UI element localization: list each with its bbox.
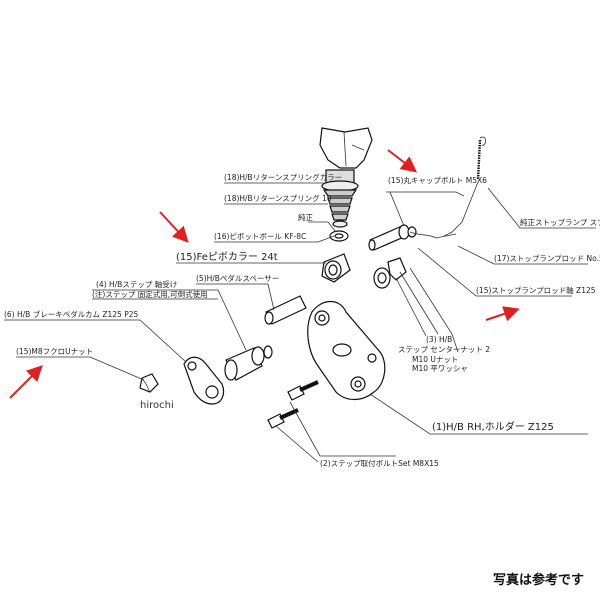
pivot-collar [321, 253, 351, 283]
stop-lamp-rod-shaft [368, 224, 457, 251]
arrow-bottom-left [9, 365, 43, 399]
pedal-spacer [264, 295, 307, 325]
label-return-spring-collar: (18)H/Bリターンスプリングカラー [224, 172, 342, 182]
stop-lamp-spring [443, 136, 486, 237]
step-bearing [224, 345, 273, 381]
leader-lines [4, 182, 596, 463]
label-m8-cap-nut: (15)M8フクロUナット [16, 347, 93, 356]
label-cap-bolt: (15)丸キャップボルト M5X6 [388, 175, 487, 185]
label-stop-lamp-rod: (17)ストップランプロッド No.5 [494, 254, 600, 263]
mounting-bolt-upper [287, 380, 319, 401]
holder-plate [307, 300, 386, 401]
label-step-bearing-note: (注)ステップ 固定式用,可倒式使用 [92, 289, 208, 299]
arrow-right [485, 306, 520, 322]
label-mounting-bolts: (2)ステップ取付ボルトSet M8X15 [320, 458, 439, 468]
attention-arrows [9, 149, 520, 399]
label-stop-lamp-rod-shaft: (15)ストップランプロッド軸 Z125 [476, 285, 596, 295]
pivot-ball [329, 230, 349, 242]
mounting-bolt-lower [267, 408, 299, 429]
m8-cap-nut [139, 373, 159, 393]
label-pivot-ball: (16)ピボットボール KF-8C [214, 232, 306, 241]
label-center-nut-1: (3) H/B [426, 335, 452, 344]
reference-photo-note: 写真は参考です [492, 573, 584, 588]
arrow-top-right [387, 149, 418, 173]
center-nut [373, 257, 407, 289]
frame-bracket [319, 127, 373, 169]
part-labels: (18)H/Bリターンスプリングカラー (18)H/Bリターンスプリング 10 … [4, 172, 600, 468]
label-center-nut-4: M10 平ワッシャ [412, 364, 468, 373]
watermark: hirochi [140, 400, 174, 411]
label-step-bearing: (4) H/Bステップ 軸受け [96, 279, 177, 289]
brake-pedal-cam [183, 356, 225, 405]
label-center-nut-2: ステップ センターナット 2 [398, 345, 490, 354]
label-stop-lamp-spring: 純正ストップランプ スプリング [520, 217, 600, 227]
label-genuine: 純正 [298, 212, 313, 222]
label-holder: (1)H/B RH,ホルダー Z125 [432, 420, 554, 433]
label-brake-pedal-cam: (6) H/B ブレーキペダルカム Z125 P25 [4, 309, 138, 319]
return-spring-stack [321, 169, 359, 228]
label-fe-pivot-collar: (15)Feピボカラー 24t [176, 251, 278, 263]
arrow-mid-left [159, 211, 189, 243]
label-return-spring: (18)H/Bリターンスプリング 10 [224, 193, 332, 203]
label-center-nut-3: M10 Uナット [412, 355, 458, 364]
label-pedal-spacer: (5)H/Bペダルスペーサー [196, 273, 279, 283]
